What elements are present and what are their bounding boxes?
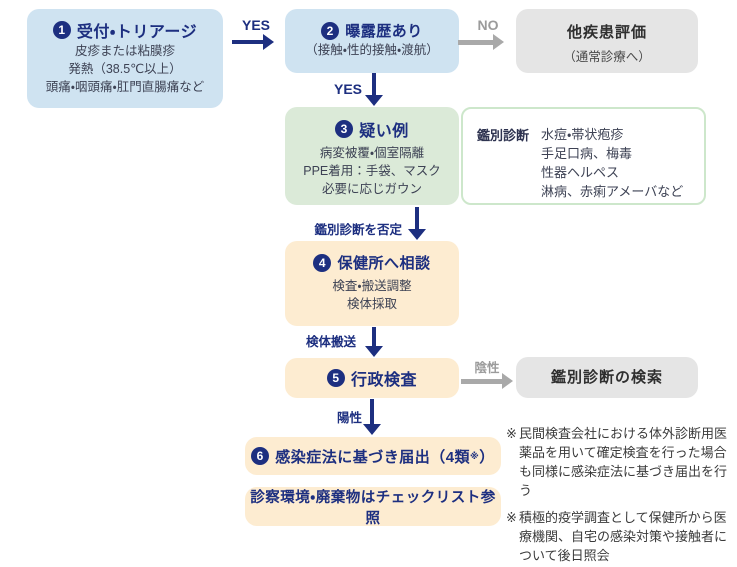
arrow-right-yes-icon: [232, 34, 274, 50]
step3-title-text: 疑い例: [359, 123, 409, 140]
label-no: NO: [477, 17, 499, 33]
ddx-item-1: 水痘・帯状疱疹: [541, 127, 624, 142]
arrow-bar: [370, 399, 374, 426]
ddx-label: 鑑別診断: [477, 128, 530, 143]
footnote-1-marker: ※: [506, 426, 517, 441]
arrow-head: [408, 229, 426, 240]
arrow-head: [365, 346, 383, 357]
ddx-item-2: 手足口病、梅毒: [541, 146, 633, 161]
step6-title: 6 感染症法に基づき届出（4類※）: [245, 437, 501, 475]
step4-title-text: 保健所へ相談: [337, 255, 431, 272]
box-step4-health-center: 4 保健所へ相談 検査・搬送調整 検体採取: [285, 241, 459, 326]
label-ddx-denied: 鑑別診断を否定: [314, 223, 402, 237]
ddx-search-title: 鑑別診断の検索: [550, 369, 663, 386]
box-step3-suspected-case: 3 疑い例 病変被覆・個室隔離 PPE着用：手袋、マスク 必要に応じガウン: [285, 107, 459, 205]
checklist-title: 診察環境・廃棄物はチェックリスト参照: [250, 489, 496, 527]
arrow-head: [263, 34, 274, 50]
arrow-bar: [232, 40, 265, 44]
ddx-list: 水痘・帯状疱疹 手足口病、梅毒 性器ヘルペス 淋病、赤痢アメーバなど: [541, 125, 683, 201]
step4-title: 4 保健所へ相談: [285, 252, 459, 273]
arrow-head: [493, 34, 504, 50]
box-other-disease-eval: 他疾患評価 （通常診療へ）: [516, 9, 698, 73]
step2-badge-icon: 2: [321, 21, 340, 40]
step6-title-asterisk: ※: [470, 450, 480, 461]
box-checklist-reference: 診察環境・廃棄物はチェックリスト参照: [245, 487, 501, 527]
box-step2-exposure: 2 曝露歴あり （接触・性的接触・渡航）: [285, 9, 459, 73]
step6-badge-icon: 6: [251, 447, 270, 465]
arrow-down-yes-icon: [365, 73, 383, 106]
label-yes-1: YES: [241, 17, 270, 33]
box-step6-notification: 6 感染症法に基づき届出（4類※）: [245, 437, 501, 475]
box-step5-official-test: 5 行政検査: [285, 358, 459, 398]
arrow-down-transport-icon: [365, 327, 383, 357]
box-step1-reception: 1 受付・トリアージ 皮疹または粘膜疹 発熱（38.5℃以上） 頭痛・咽頭痛・肛…: [27, 9, 223, 108]
step2-subtitle: （接触・性的接触・渡航）: [305, 43, 439, 57]
step1-badge-icon: 1: [52, 21, 71, 39]
box-differential-diagnosis: 鑑別診断 水痘・帯状疱疹 手足口病、梅毒 性器ヘルペス 淋病、赤痢アメーバなど: [461, 107, 706, 205]
step1-line-2: 発熱（38.5℃以上）: [68, 62, 182, 76]
ddx-content: 鑑別診断 水痘・帯状疱疹 手足口病、梅毒 性器ヘルペス 淋病、赤痢アメーバなど: [463, 109, 704, 201]
label-specimen-transport: 検体搬送: [305, 335, 356, 349]
step6-title-text: 感染症法に基づき届出（4類: [275, 448, 471, 466]
arrow-head: [365, 95, 383, 106]
step4-badge-icon: 4: [313, 253, 332, 272]
arrow-bar: [458, 39, 495, 45]
footnote-1-text: 民間検査会社における体外診断用医薬品を用いて確定検査を行った場合も同様に感染症法…: [519, 426, 728, 498]
ddx-item-4: 淋病、赤痢アメーバなど: [541, 184, 684, 199]
arrow-head: [502, 373, 513, 389]
step3-badge-icon: 3: [335, 120, 354, 138]
step1-title: 1 受付・トリアージ: [27, 18, 223, 42]
footnotes: ※ 民間検査会社における体外診断用医薬品を用いて確定検査を行った場合も同様に感染…: [506, 424, 734, 567]
arrow-down-deny-icon: [408, 207, 426, 240]
ddx-item-3: 性器ヘルペス: [541, 165, 620, 180]
footnote-1: ※ 民間検査会社における体外診断用医薬品を用いて確定検査を行った場合も同様に感染…: [506, 424, 734, 500]
label-negative: 陰性: [474, 361, 500, 375]
other-eval-title: 他疾患評価: [566, 24, 647, 41]
step1-line-1: 皮疹または粘膜疹: [74, 44, 175, 58]
step5-title: 5 行政検査: [285, 358, 459, 398]
step3-line-1: 病変被覆・個室隔離: [319, 146, 425, 160]
label-yes-2: YES: [333, 81, 362, 97]
step3-title: 3 疑い例: [285, 117, 459, 141]
step1-title-text: 受付・トリアージ: [76, 24, 198, 41]
arrow-bar: [372, 327, 376, 348]
step4-line-2: 検体採取: [346, 297, 397, 311]
step1-line-3: 頭痛・咽頭痛・肛門直腸痛など: [45, 80, 205, 94]
step6-title-close: ）: [479, 448, 495, 466]
arrow-right-negative-icon: [461, 373, 513, 389]
step4-line-1: 検査・搬送調整: [332, 279, 412, 293]
arrow-down-positive-icon: [363, 399, 381, 435]
arrow-head: [363, 424, 381, 435]
step2-title: 2 曝露歴あり: [285, 20, 459, 41]
footnote-2: ※ 積極的疫学調査として保健所から医療機関、自宅の感染対策や接触者について後日照…: [506, 508, 734, 565]
footnote-2-text: 積極的疫学調査として保健所から医療機関、自宅の感染対策や接触者について後日照会: [519, 510, 728, 563]
footnote-2-marker: ※: [506, 510, 517, 525]
label-positive: 陽性: [336, 411, 362, 425]
arrow-right-no-icon: [458, 34, 504, 50]
arrow-bar: [372, 73, 376, 97]
step2-title-text: 曝露歴あり: [345, 23, 423, 40]
step5-badge-icon: 5: [326, 369, 345, 387]
arrow-bar: [415, 207, 419, 231]
other-eval-subtitle: （通常診療へ）: [563, 50, 651, 64]
step5-title-text: 行政検査: [350, 372, 417, 389]
arrow-bar: [461, 378, 504, 384]
step3-line-2: PPE着用：手袋、マスク: [303, 164, 441, 178]
step3-line-3: 必要に応じガウン: [321, 182, 422, 196]
box-ddx-search: 鑑別診断の検索: [516, 357, 698, 398]
